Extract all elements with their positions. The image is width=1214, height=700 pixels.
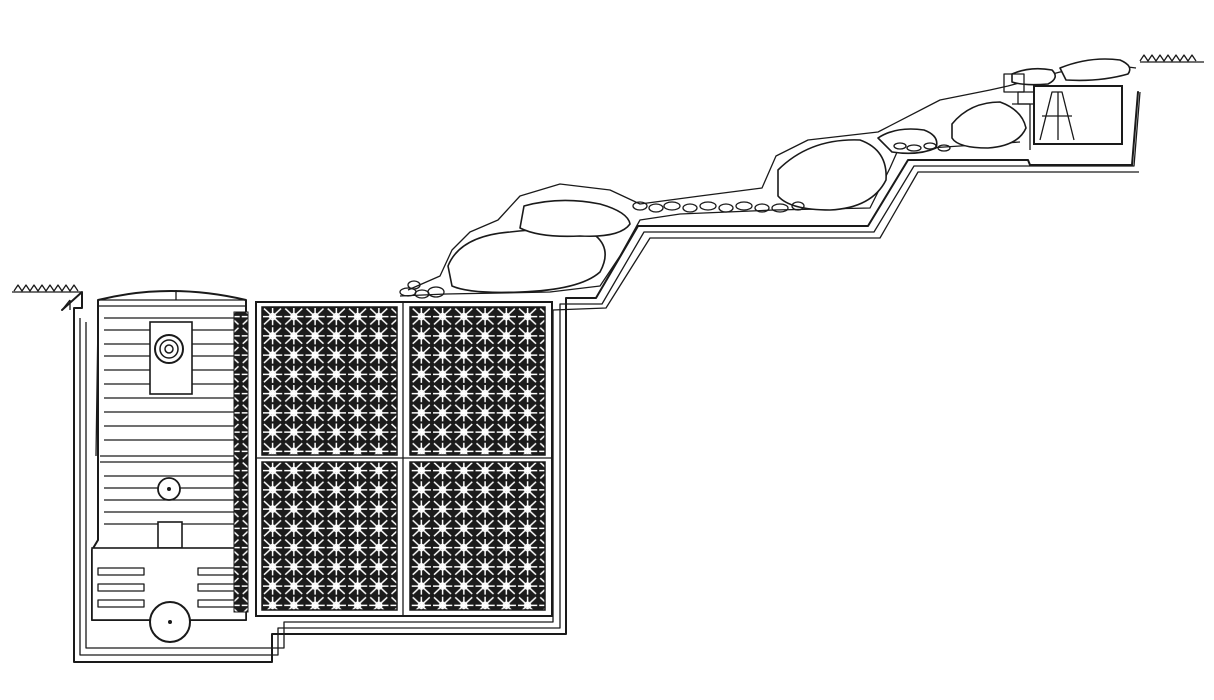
pump-vault bbox=[91, 290, 249, 643]
stream-rock-icon bbox=[447, 58, 1131, 294]
matrix-block-bottom-left bbox=[261, 461, 398, 611]
matrix-block-top-right bbox=[409, 306, 546, 456]
stream-bed bbox=[399, 58, 1137, 299]
matrix-block-bottom-right bbox=[409, 461, 546, 611]
gravel bbox=[399, 142, 951, 299]
matrix-blocks bbox=[255, 301, 553, 617]
spillway-box-icon bbox=[1033, 85, 1123, 145]
waterfall-spillway-box bbox=[1003, 73, 1123, 150]
ground-left bbox=[12, 284, 82, 293]
discharge-fitting-icon bbox=[154, 334, 184, 364]
ground-right bbox=[1139, 54, 1204, 63]
matrix-block-top-left bbox=[261, 306, 398, 456]
pump-icon bbox=[157, 521, 183, 549]
